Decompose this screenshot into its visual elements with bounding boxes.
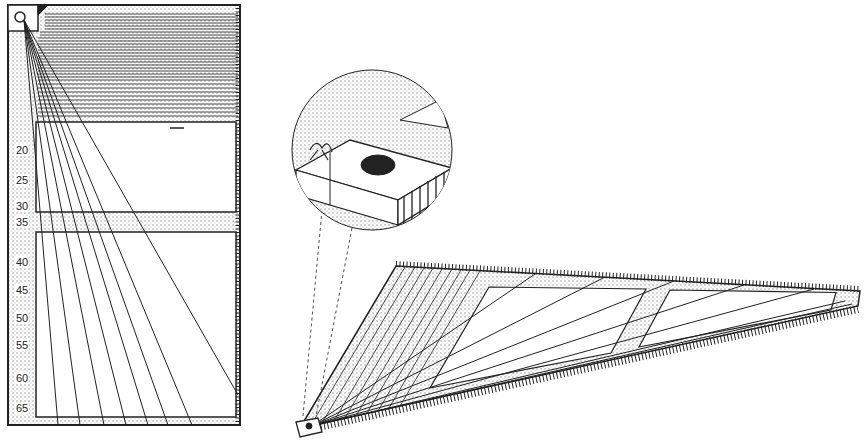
scale-number: 55 [15, 339, 29, 351]
scale-number: 50 [15, 312, 29, 324]
scale-number: 20 [15, 144, 29, 156]
scale-number: 40 [15, 256, 29, 268]
top-view [8, 5, 240, 425]
scale-number: 60 [15, 372, 29, 384]
perspective-view [296, 210, 860, 437]
scale-number: 45 [15, 284, 29, 296]
scale-number: 25 [15, 174, 29, 186]
scale-number: 65 [15, 402, 29, 414]
scale-number: 30 [15, 200, 29, 212]
detail-inset [292, 70, 452, 230]
scale-number: 35 [15, 216, 29, 228]
